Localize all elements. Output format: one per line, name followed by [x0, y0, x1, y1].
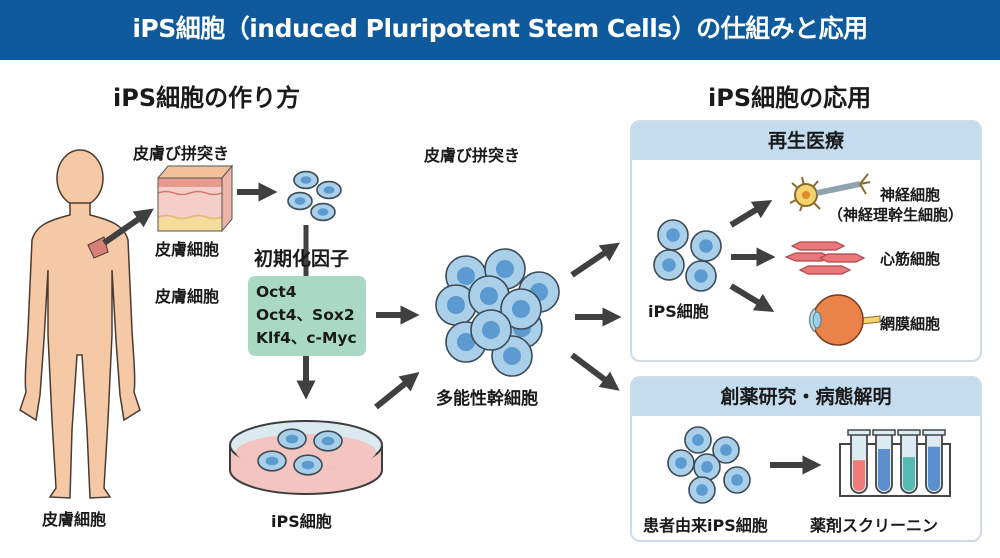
factors-title: 初期化因子: [254, 248, 350, 270]
arrow-cluster-to-regen-top: [570, 242, 620, 278]
dish-cells-group: [257, 428, 343, 476]
factor-item: Oct4、Sox2: [256, 306, 355, 324]
label-skin-biopsy: 皮膚び拼突き: [133, 144, 230, 163]
cell-icon: [277, 428, 307, 450]
label-body: 皮膚細胞: [42, 510, 107, 529]
cell-icon: [313, 430, 343, 452]
arrow-dish-to-cluster: [374, 371, 420, 410]
cell-icon: [287, 191, 313, 211]
cell-icon: [310, 202, 336, 222]
cell-icon: [470, 309, 512, 351]
label-stem-cells: 多能性幹細胞: [436, 389, 538, 409]
cell-icon: [468, 275, 510, 317]
label-dish: iPS細胞: [271, 512, 332, 531]
label-neuron-sub: （神経理幹生細胞）: [828, 206, 964, 224]
stem-cell-cluster: [435, 248, 560, 377]
arrow-body-to-skin: [102, 208, 154, 246]
factor-item: Klf4、c-Myc: [256, 329, 357, 347]
factors-box: Oct4 Oct4、Sox2 Klf4、c-Myc: [248, 276, 366, 356]
label-middle-top: 皮膚び拼突き: [424, 146, 521, 165]
section-title-making: iPS細胞の作り方: [113, 84, 301, 112]
label-cardiomyocyte: 心筋細胞: [880, 250, 941, 268]
cell-icon: [257, 450, 287, 472]
arrow-cluster-to-drug: [570, 352, 620, 391]
panel-drug-title: 創薬研究・病態解明: [632, 378, 980, 416]
skin-tissue-block-icon: [156, 164, 234, 233]
skin-sample-icon: [87, 236, 109, 259]
label-patient-ips: 患者由来iPS細胞: [643, 516, 768, 535]
cell-icon: [293, 454, 323, 476]
label-skin-block: 皮膚細胞: [155, 240, 220, 259]
cell-icon: [316, 180, 342, 200]
skin-cells-group: [287, 170, 342, 222]
label-neuron: 神経細胞: [880, 186, 941, 204]
factor-item: Oct4: [256, 283, 297, 301]
panel-regenerative-title: 再生医療: [632, 122, 980, 160]
label-skin-cells: 皮膚細胞: [155, 287, 220, 306]
header-bar: [0, 0, 1000, 60]
label-drug-screening: 薬剤スクリーニン: [810, 516, 939, 535]
cell-icon: [293, 170, 319, 190]
label-regen-ips: iPS細胞: [648, 302, 709, 321]
section-title-applications: iPS細胞の応用: [708, 84, 872, 112]
human-body-icon: [19, 149, 141, 499]
cell-icon: [500, 288, 542, 330]
label-retina: 網膜細胞: [880, 315, 941, 333]
page-title: iPS細胞（induced Pluripotent Stem Cells）の仕組…: [132, 14, 868, 43]
cell-icon: [435, 284, 477, 326]
